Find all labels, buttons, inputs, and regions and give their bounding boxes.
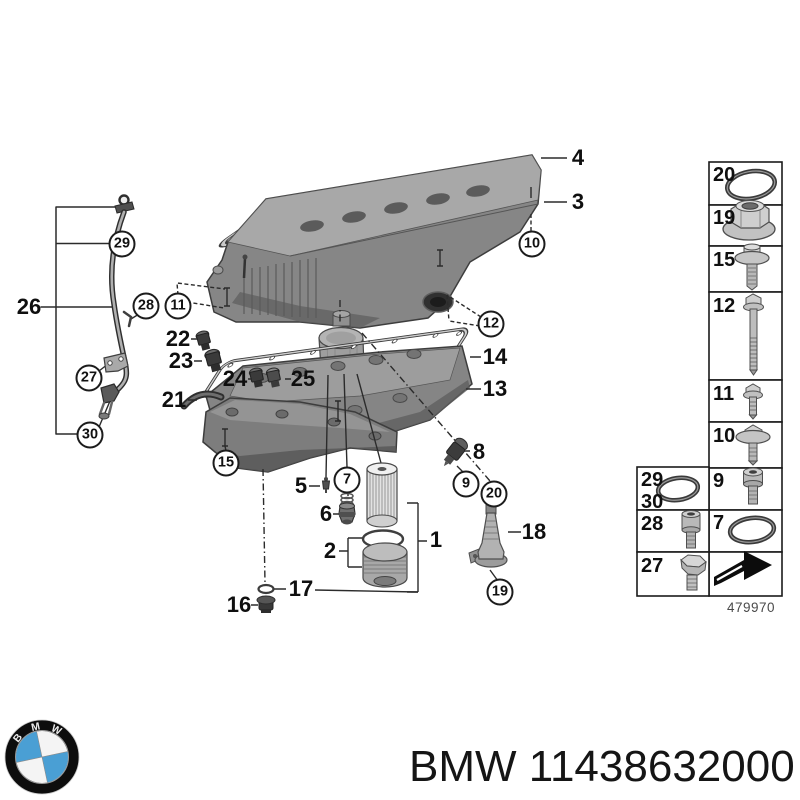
legend-label-9: 9 <box>713 470 725 492</box>
drawing-number: 479970 <box>727 600 776 615</box>
plug-22 <box>195 330 211 351</box>
socket-bolt-28 <box>681 510 701 549</box>
callout-circle-19: 19 <box>486 578 514 606</box>
legend-label-20: 20 <box>713 164 736 186</box>
callout-22: 22 <box>165 326 191 351</box>
check-valve-6 <box>338 492 356 525</box>
callout-circle-11: 11 <box>164 292 192 320</box>
callout-24: 24 <box>222 366 248 391</box>
flange-bolt-10 <box>735 424 771 466</box>
callout-circle-12: 12 <box>477 310 505 338</box>
roundel-letter-m: M <box>30 720 41 734</box>
plug-23 <box>204 348 222 373</box>
callout-3: 3 <box>571 189 585 214</box>
callout-23: 23 <box>168 348 194 373</box>
callout-circle-29: 29 <box>108 230 136 258</box>
legend-label-19: 19 <box>713 207 736 229</box>
legend-label-27: 27 <box>641 555 664 577</box>
legend-label-29: 29 <box>641 469 664 491</box>
callout-18: 18 <box>521 519 547 544</box>
callout-1: 1 <box>429 527 443 552</box>
legend-label-12: 12 <box>713 295 736 317</box>
oil-level-sensor-18 <box>468 503 508 568</box>
legend-label-10: 10 <box>713 425 736 447</box>
long-bolt-12 <box>743 293 764 376</box>
plug-25 <box>265 367 281 388</box>
callout-circle-9: 9 <box>452 470 480 498</box>
flange-bolt-15 <box>734 243 770 291</box>
legend-label-28: 28 <box>641 513 664 535</box>
oil-pressure-sensor-8 <box>443 437 468 467</box>
hex-bolt-27 <box>680 554 707 591</box>
continuation-arrow-icon <box>714 551 772 586</box>
screw-5 <box>321 477 331 493</box>
callout-circle-28: 28 <box>132 292 160 320</box>
callout-4: 4 <box>571 145 585 170</box>
legend-label-15: 15 <box>713 249 736 271</box>
callout-25: 25 <box>290 366 316 391</box>
callout-26: 26 <box>16 294 42 319</box>
callout-8: 8 <box>472 439 486 464</box>
callout-16: 16 <box>226 592 252 617</box>
callout-21: 21 <box>161 387 187 412</box>
legend-table <box>636 161 783 597</box>
dipstick-assembly <box>40 194 140 435</box>
callout-circle-30: 30 <box>76 421 104 449</box>
flange-nut-19 <box>722 200 776 241</box>
bolt-11 <box>743 383 763 420</box>
callout-17: 17 <box>288 576 314 601</box>
legend-label-11: 11 <box>713 383 735 405</box>
legend-label-7: 7 <box>713 512 725 534</box>
upper-oil-pan-3 <box>206 154 542 329</box>
callout-5: 5 <box>294 473 308 498</box>
brand-part-number: BMW 11438632000 <box>409 742 795 791</box>
filter-cartridge <box>366 462 398 528</box>
leader-lines <box>176 157 567 606</box>
plug-24 <box>248 367 264 388</box>
callout-circle-20: 20 <box>480 480 508 508</box>
callout-13: 13 <box>482 376 508 401</box>
baffle-strip-21 <box>180 390 225 410</box>
filter-cover <box>362 542 408 588</box>
callout-14: 14 <box>482 344 508 369</box>
callout-2: 2 <box>323 538 337 563</box>
callout-circle-10: 10 <box>518 230 546 258</box>
callout-circle-15: 15 <box>212 449 240 477</box>
callout-6: 6 <box>319 501 333 526</box>
legend-label-30: 30 <box>641 491 664 513</box>
drain-plug-16 <box>256 595 276 613</box>
o-ring-17 <box>257 583 275 595</box>
roundel-quadrants <box>16 731 68 783</box>
socket-bolt-9 <box>743 467 763 505</box>
callout-circle-7: 7 <box>333 466 361 494</box>
callout-circle-27: 27 <box>75 364 103 392</box>
bmw-logo: B M W <box>4 719 80 795</box>
